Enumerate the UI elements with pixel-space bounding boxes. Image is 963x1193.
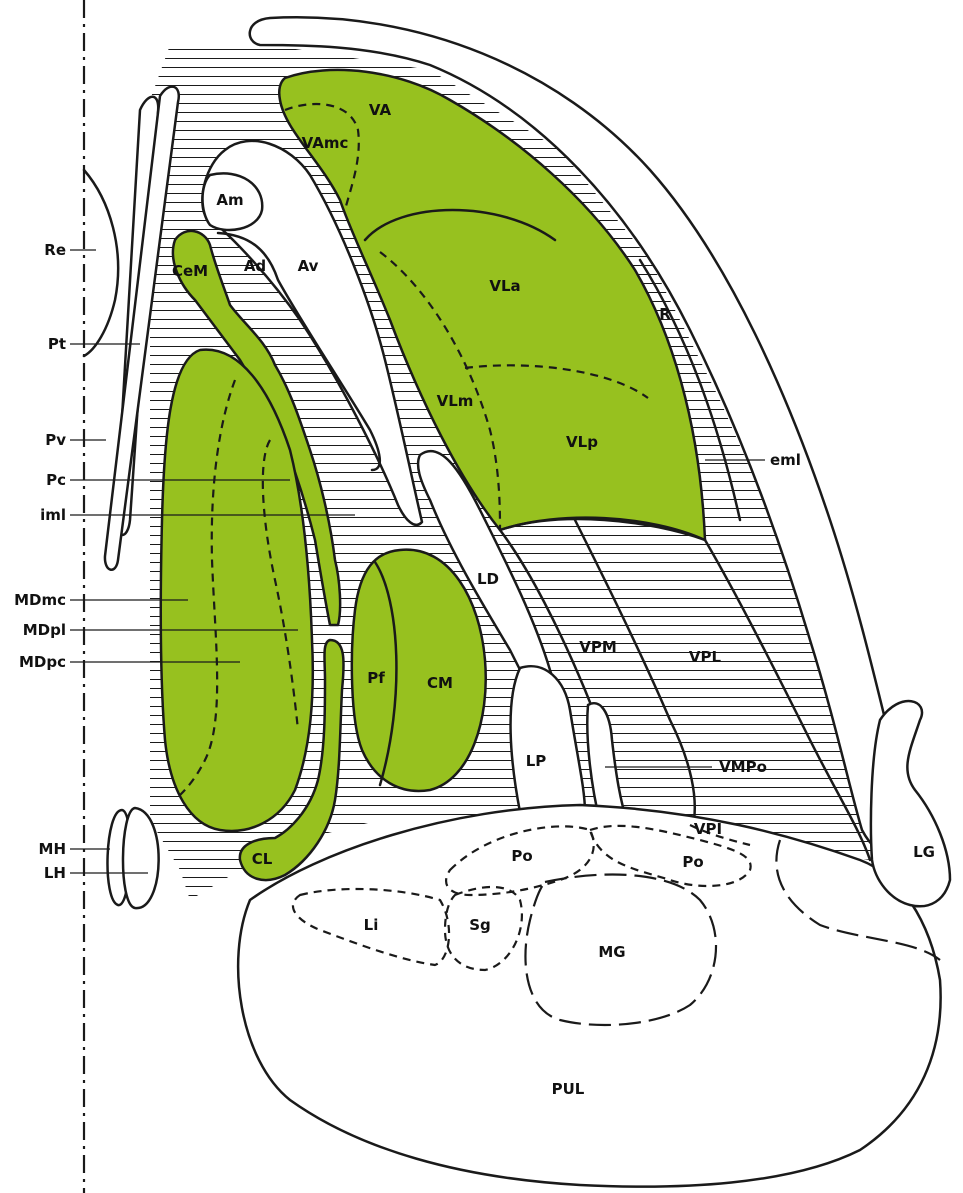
- label-Li: Li: [364, 916, 379, 934]
- label-R: R: [659, 305, 671, 323]
- label-Pt: Pt: [48, 335, 66, 353]
- label-Re: Re: [44, 241, 66, 259]
- reuniens-bulge: [84, 170, 118, 356]
- lateral-habenula: [123, 808, 159, 908]
- label-Pv: Pv: [45, 431, 66, 449]
- label-Ad: Ad: [244, 257, 266, 275]
- label-VLa: VLa: [489, 277, 520, 295]
- label-Am: Am: [216, 191, 243, 209]
- label-Sg: Sg: [469, 916, 491, 934]
- label-eml: eml: [770, 451, 801, 469]
- label-MDpc: MDpc: [19, 653, 66, 671]
- label-VLm: VLm: [437, 392, 474, 410]
- label-CL: CL: [252, 850, 273, 868]
- label-PUL: PUL: [552, 1080, 585, 1098]
- label-VMPo: VMPo: [719, 758, 767, 776]
- label-CeM: CeM: [172, 262, 208, 280]
- label-LH: LH: [44, 864, 66, 882]
- label-MDpl: MDpl: [23, 621, 66, 639]
- label-LG: LG: [913, 843, 935, 861]
- label-iml: iml: [40, 506, 66, 524]
- label-Po-right: Po: [682, 853, 703, 871]
- label-MH: MH: [39, 840, 66, 858]
- label-Av: Av: [298, 257, 319, 275]
- label-Po-left: Po: [511, 847, 532, 865]
- label-LP: LP: [526, 752, 547, 770]
- label-Pf: Pf: [367, 669, 385, 687]
- label-VPI: VPI: [694, 820, 722, 838]
- label-VPM: VPM: [579, 638, 617, 656]
- label-VPL: VPL: [689, 648, 722, 666]
- label-Pc: Pc: [46, 471, 66, 489]
- label-LD: LD: [477, 570, 499, 588]
- label-VA: VA: [369, 101, 392, 119]
- label-MG: MG: [598, 943, 625, 961]
- region-LG: [871, 701, 950, 906]
- label-CM: CM: [427, 674, 453, 692]
- region-PUL: [238, 805, 940, 1187]
- label-MDmc: MDmc: [14, 591, 66, 609]
- label-VAmc: VAmc: [302, 134, 349, 152]
- label-VLp: VLp: [566, 433, 598, 451]
